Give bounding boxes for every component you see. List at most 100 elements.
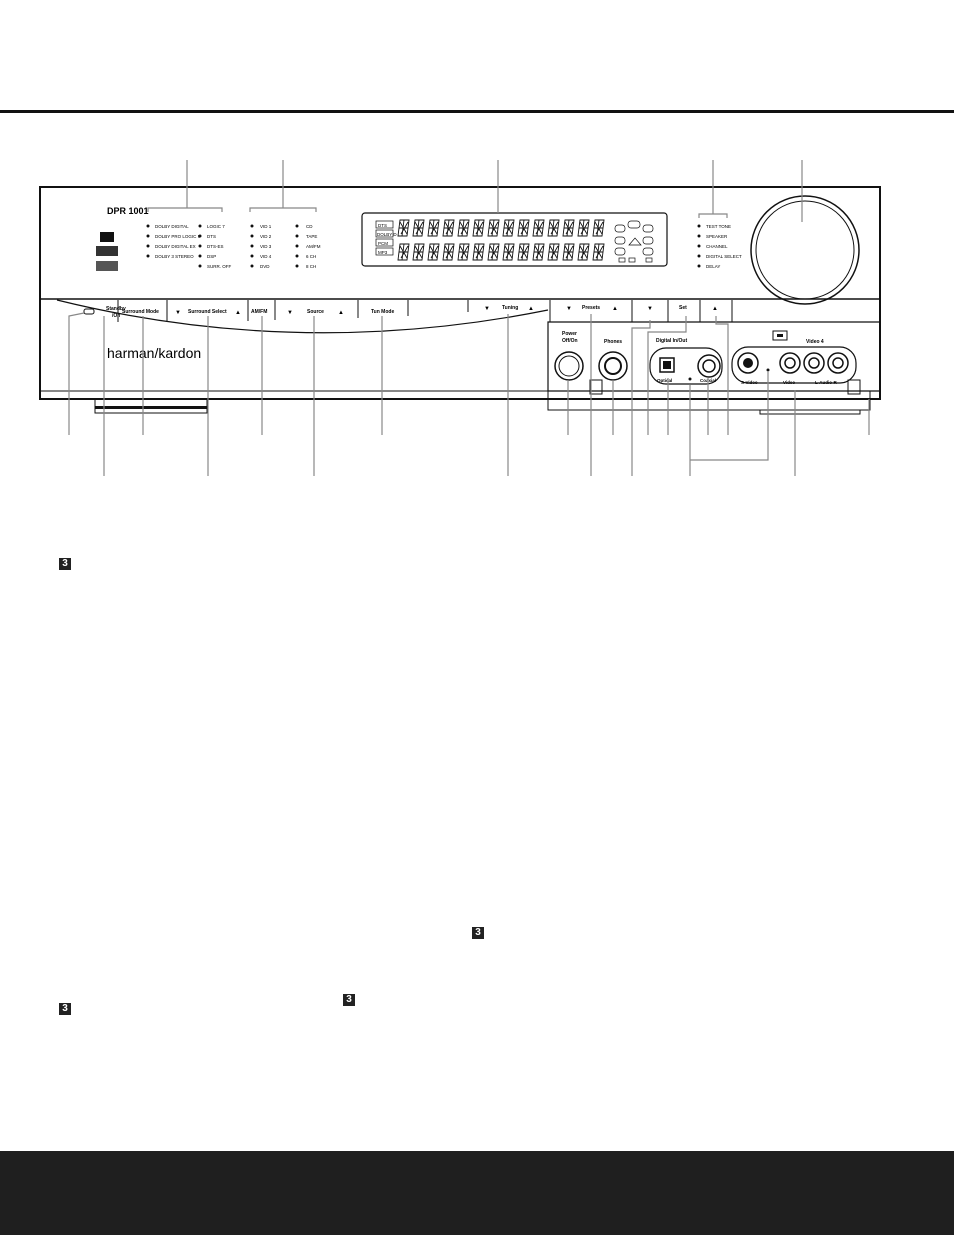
page-marker: 3 xyxy=(472,927,484,939)
tuning-button[interactable]: ▼ Tuning ▲ xyxy=(484,305,534,312)
surround-mode-button[interactable]: Surround Mode xyxy=(122,309,159,315)
source-indicator: AM/FM xyxy=(306,244,321,249)
presets-button[interactable]: ▼ Presets ▲ xyxy=(566,305,618,312)
surround-dot-column-left xyxy=(146,224,150,258)
certification-logos xyxy=(96,232,118,271)
display-character xyxy=(547,243,560,261)
footer-bar xyxy=(0,1151,954,1235)
svg-text:Video 4: Video 4 xyxy=(806,339,824,345)
video4-jacks[interactable]: Video 4 S-Video Video L-Audio-R xyxy=(731,330,857,385)
callout-lines xyxy=(68,160,870,476)
source-dot-column-left xyxy=(250,224,254,268)
setup-indicator-bank: TEST TONE SPEAKER CHANNEL DIGITAL SELECT… xyxy=(697,224,742,269)
header-rule xyxy=(0,110,954,113)
volume-knob[interactable] xyxy=(750,195,860,305)
optical-label: Optical xyxy=(657,378,672,383)
surround-indicator: DOLBY PRO LOGIC II xyxy=(155,234,200,239)
am-fm-button[interactable]: AM/FM xyxy=(251,309,267,315)
svg-text:▼: ▼ xyxy=(175,310,181,316)
display-character xyxy=(502,219,515,237)
svg-text:Power: Power xyxy=(562,331,577,337)
setup-indicator: CHANNEL xyxy=(706,244,728,249)
down-button[interactable]: ▼ xyxy=(647,306,653,312)
svg-text:Source: Source xyxy=(307,309,324,315)
display-character xyxy=(397,243,410,261)
surround-indicator: DTS xyxy=(207,234,216,239)
surround-select-button[interactable]: ▼ Surround Select ▲ xyxy=(175,309,241,316)
svg-text:Standby: Standby xyxy=(106,306,126,312)
phones-jack[interactable]: Phones xyxy=(598,339,628,381)
setup-indicator: DIGITAL SELECT xyxy=(706,254,742,259)
surround-indicator: LOGIC 7 xyxy=(207,224,225,229)
display-character xyxy=(457,243,470,261)
display-character xyxy=(442,219,455,237)
format-badge: DOLBY D xyxy=(377,232,397,237)
source-indicator: VID 2 xyxy=(260,234,272,239)
source-button[interactable]: ▼ Source ▲ xyxy=(287,309,344,316)
svg-text:▼: ▼ xyxy=(484,306,490,312)
svg-text:Off/On: Off/On xyxy=(562,338,578,344)
setup-indicator: TEST TONE xyxy=(706,224,731,229)
source-dot-column-right xyxy=(295,224,299,268)
source-indicator: TAPE xyxy=(306,234,317,239)
svg-text:Surround Select: Surround Select xyxy=(188,309,227,315)
svg-text:▼: ▼ xyxy=(287,310,293,316)
source-indicator: VID 4 xyxy=(260,254,272,259)
standby-button[interactable]: Standby /On xyxy=(83,306,126,319)
setup-indicator: DELAY xyxy=(706,264,720,269)
display-character xyxy=(532,243,545,261)
display-character xyxy=(547,219,560,237)
model-label: DPR 1001 xyxy=(107,206,149,216)
front-panel-illustration: DPR 1001 harman/kardon DOLBY DIGITAL DOL… xyxy=(39,160,881,476)
set-button[interactable]: Set xyxy=(679,305,687,311)
up-button[interactable]: ▲ xyxy=(712,306,718,312)
page-marker: 3 xyxy=(59,558,71,570)
display-character xyxy=(412,243,425,261)
display-character xyxy=(472,219,485,237)
surround-indicator: DTS-ES xyxy=(207,244,224,249)
display-character xyxy=(502,243,515,261)
fluorescent-display: DTS DOLBY D PCM MP3 xyxy=(361,212,668,267)
surround-indicator: SURR. OFF xyxy=(207,264,232,269)
display-character xyxy=(562,219,575,237)
source-indicator: 8 CH xyxy=(306,264,316,269)
svg-text:▼: ▼ xyxy=(566,306,572,312)
svg-text:▲: ▲ xyxy=(338,310,344,316)
display-character xyxy=(577,219,590,237)
display-character xyxy=(457,219,470,237)
source-indicator: VID 3 xyxy=(260,244,272,249)
svg-text:/On: /On xyxy=(112,313,120,319)
digital-in-out-jacks[interactable]: Digital In/Out Optical Coaxial xyxy=(649,338,723,385)
svg-text:▲: ▲ xyxy=(528,306,534,312)
page-marker: 3 xyxy=(59,1003,71,1015)
svg-text:▲: ▲ xyxy=(612,306,618,312)
display-character xyxy=(487,219,500,237)
display-character xyxy=(577,243,590,261)
display-character xyxy=(472,243,485,261)
surround-indicator: DOLBY DIGITAL xyxy=(155,224,189,229)
power-button[interactable]: Power Off/On xyxy=(554,331,584,381)
source-indicator: VID 1 xyxy=(260,224,272,229)
brand-logo: harman/kardon xyxy=(107,345,201,361)
svg-text:Presets: Presets xyxy=(582,305,600,311)
svg-text:▲: ▲ xyxy=(235,310,241,316)
display-character xyxy=(592,243,605,261)
source-indicator: 6 CH xyxy=(306,254,316,259)
surround-indicator: DOLBY DIGITAL EX xyxy=(155,244,196,249)
svg-text:Digital In/Out: Digital In/Out xyxy=(656,338,687,344)
display-character xyxy=(517,243,530,261)
source-indicator: CD xyxy=(306,224,313,229)
surround-indicator: DSP xyxy=(207,254,216,259)
source-indicator: DVD xyxy=(260,264,270,269)
page-marker: 3 xyxy=(343,994,355,1006)
tun-mode-button[interactable]: Tun Mode xyxy=(371,309,394,315)
display-character xyxy=(532,219,545,237)
display-character xyxy=(592,219,605,237)
display-character xyxy=(517,219,530,237)
display-character xyxy=(412,219,425,237)
receiver-chassis xyxy=(39,186,881,415)
display-character xyxy=(487,243,500,261)
surround-dot-column-right xyxy=(198,224,202,268)
video-label: Video xyxy=(783,380,795,385)
segment-character-rows xyxy=(397,219,605,261)
